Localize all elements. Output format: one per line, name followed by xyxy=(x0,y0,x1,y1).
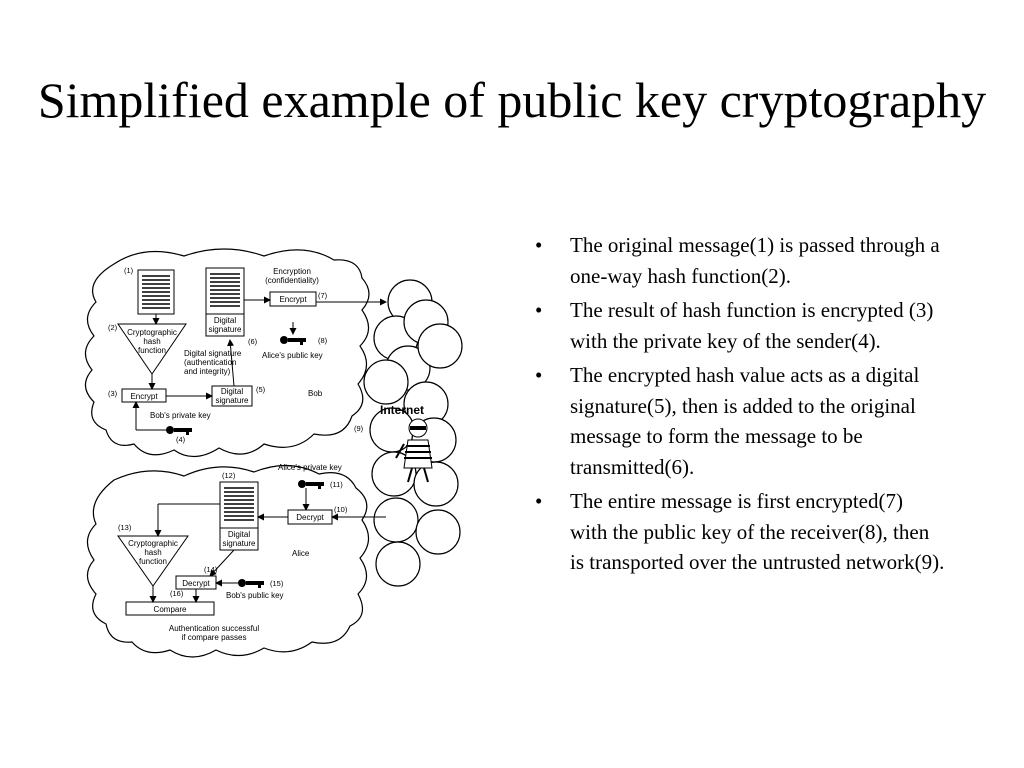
bob-hash-line1: Cryptographic xyxy=(127,328,177,337)
bullet-item: The result of hash function is encrypted… xyxy=(535,295,945,356)
bob-public-key-icon xyxy=(238,579,264,588)
bob-n2: (2) xyxy=(108,323,118,332)
bob-hash-function xyxy=(117,323,187,375)
alice-hash-function xyxy=(117,535,189,587)
bob-n3: (3) xyxy=(108,389,118,398)
alice-sig-line2: signature xyxy=(223,539,256,548)
bob-hash-line2: hash xyxy=(143,337,160,346)
bob-encryption-line1: Encryption xyxy=(273,267,311,276)
alice-decrypt-label: Decrypt xyxy=(296,513,324,522)
slide-title: Simplified example of public key cryptog… xyxy=(37,72,987,128)
internet-n9: (9) xyxy=(354,424,364,433)
bob-encrypt-small-label: Encrypt xyxy=(130,392,158,401)
bob-ds-note-line2: (authentication xyxy=(184,358,236,367)
bob-encrypt-label: Encrypt xyxy=(279,295,307,304)
alice-name: Alice xyxy=(292,549,310,558)
alice-n15: (15) xyxy=(270,579,284,588)
bob-message-doc xyxy=(205,267,245,337)
alice-n11: (11) xyxy=(330,480,343,489)
bob-n5: (5) xyxy=(256,385,266,394)
bullet-item: The encrypted hash value acts as a digit… xyxy=(535,360,945,482)
bob-public-key-label: Bob's public key xyxy=(226,591,284,600)
bob-ds5-line2: signature xyxy=(216,396,249,405)
bob-sig-line2: signature xyxy=(209,325,242,334)
bullet-list: The original message(1) is passed throug… xyxy=(535,230,945,582)
alice-auth-line1: Authentication successful xyxy=(169,624,259,633)
alice-n16: (16) xyxy=(170,589,184,598)
alice-n12: (12) xyxy=(222,471,236,480)
bob-private-key-label: Bob's private key xyxy=(150,411,211,420)
alice-public-key-icon xyxy=(280,322,306,345)
bob-n7: (7) xyxy=(318,291,328,300)
bob-sig-line1: Digital xyxy=(214,316,236,325)
bob-original-message xyxy=(137,269,175,315)
bob-n4: (4) xyxy=(176,435,186,444)
alice-auth-line2: if compare passes xyxy=(182,633,247,642)
bullet-item: The original message(1) is passed throug… xyxy=(535,230,945,291)
alice-private-key-label: Alice's private key xyxy=(278,463,342,472)
pki-diagram: (1) Digital signature (6) Encryption (co… xyxy=(84,248,463,658)
bob-private-key-icon xyxy=(166,426,192,435)
alice-n10: (10) xyxy=(334,505,348,514)
bob-name: Bob xyxy=(308,389,323,398)
alice-sig-line1: Digital xyxy=(228,530,250,539)
alice-decrypt-small-label: Decrypt xyxy=(182,579,210,588)
alice-n13: (13) xyxy=(118,523,132,532)
bob-ds-note-line1: Digital signature xyxy=(184,349,242,358)
bob-n1: (1) xyxy=(124,266,134,275)
bob-n6: (6) xyxy=(248,337,258,346)
alice-hash-line1: Cryptographic xyxy=(128,539,178,548)
alice-hash-line3: function xyxy=(139,557,167,566)
alice-public-key-label: Alice's public key xyxy=(262,351,323,360)
bob-ds5-line1: Digital xyxy=(221,387,243,396)
alice-hash-line2: hash xyxy=(144,548,161,557)
alice-compare-label: Compare xyxy=(154,605,187,614)
internet-label: Internet xyxy=(380,403,424,417)
bob-n8: (8) xyxy=(318,336,328,345)
alice-message-doc xyxy=(219,481,259,551)
attacker-icon xyxy=(395,418,433,483)
bob-encryption-line2: (confidentiality) xyxy=(265,276,319,285)
bob-hash-line3: function xyxy=(138,346,166,355)
alice-compare-box xyxy=(125,601,215,616)
bob-ds-note-line3: and integrity) xyxy=(184,367,231,376)
bullet-item: The entire message is first encrypted(7)… xyxy=(535,486,945,578)
